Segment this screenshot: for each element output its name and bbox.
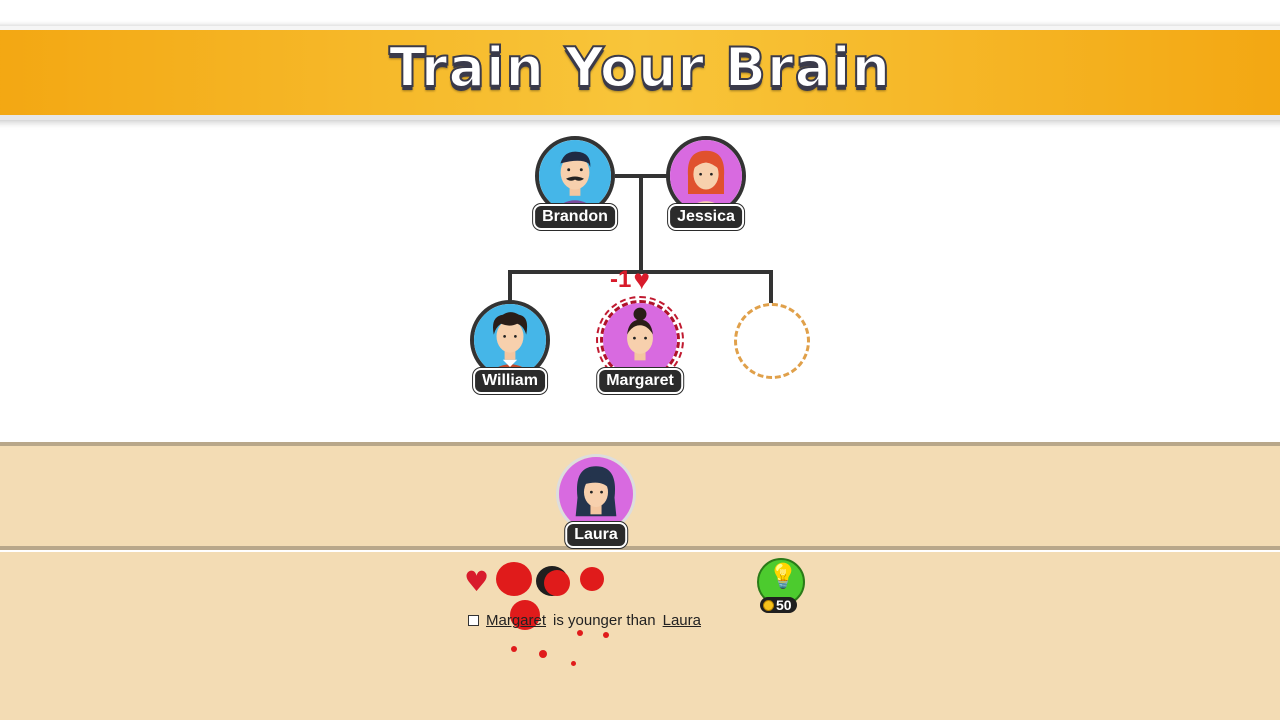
clue-checkbox[interactable] — [468, 615, 479, 626]
title-banner — [0, 26, 1280, 120]
character-tray — [0, 442, 1280, 550]
heart-icon: ♥ — [464, 565, 490, 598]
clue-row[interactable]: Margaret is younger than Laura — [468, 612, 701, 629]
hint-cost: 50 — [760, 597, 797, 613]
lightbulb-icon: 💡 — [768, 562, 798, 590]
man-mustache-avatar — [535, 136, 615, 216]
person-brandon[interactable]: Brandon — [525, 136, 625, 236]
person-laura[interactable]: Laura — [546, 454, 646, 554]
coin-icon — [763, 599, 774, 611]
heart-icon: ♥ — [633, 264, 650, 295]
splash-effect — [603, 632, 609, 638]
splash-effect — [577, 630, 583, 636]
clue-relation: is younger than — [553, 612, 656, 629]
life-penalty: -1 ♥ — [610, 262, 650, 298]
person-jessica[interactable]: Jessica — [656, 136, 756, 236]
splash-effect — [571, 661, 576, 666]
name-tag: Margaret — [597, 368, 683, 394]
clue-panel — [0, 552, 1280, 720]
splash-effect — [510, 600, 540, 630]
name-tag: Jessica — [668, 204, 744, 230]
person-william[interactable]: William — [460, 300, 560, 400]
lives-indicator: ♥ — [464, 564, 489, 600]
empty-slot[interactable] — [734, 303, 810, 379]
clue-object: Laura — [662, 612, 701, 629]
penalty-text: -1 — [610, 266, 632, 293]
name-tag: William — [473, 368, 547, 394]
person-margaret[interactable]: Margaret — [590, 296, 690, 400]
splash-effect — [496, 562, 532, 596]
name-tag: Laura — [565, 522, 627, 548]
hint-cost-value: 50 — [776, 597, 792, 613]
man-curly-avatar — [470, 300, 550, 380]
splash-effect — [580, 567, 604, 591]
splash-effect — [544, 570, 570, 596]
splash-effect — [511, 646, 517, 652]
name-tag: Brandon — [533, 204, 617, 230]
splash-effect — [539, 650, 547, 658]
clue-subject: Margaret — [486, 612, 547, 629]
header: Train Your Brain — [0, 0, 1280, 130]
woman-redhair-avatar — [666, 136, 746, 216]
game-title: Train Your Brain — [388, 35, 892, 100]
